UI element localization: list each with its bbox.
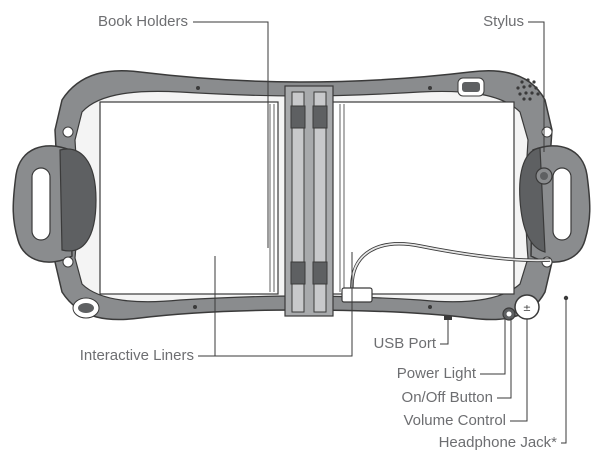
stylus-cord-highlight [351, 242, 551, 291]
book-holder-clip [312, 105, 328, 129]
leader-book-holders [193, 21, 269, 248]
leader-interactive-liners-2 [215, 252, 353, 357]
leader-stylus [528, 21, 545, 152]
cord-connector [341, 287, 373, 303]
leader-volume-control [510, 319, 528, 422]
spine-track-right [313, 91, 327, 313]
left-handle-hole [31, 167, 51, 241]
bezel-dot [428, 86, 432, 90]
bezel-dot [196, 86, 200, 90]
bezel-dot [428, 305, 432, 309]
leapfrog-logo [72, 297, 100, 319]
leader-usb-port [440, 320, 449, 345]
label-on-off-button: On/Off Button [401, 389, 493, 406]
label-usb-port: USB Port [373, 335, 436, 352]
right-handle-hole [552, 167, 572, 241]
book-holder-clip [290, 105, 306, 129]
label-headphone-jack: Headphone Jack* [438, 434, 557, 451]
speaker-grille-icon [516, 78, 540, 101]
leader-headphone-jack [561, 300, 567, 444]
left-grip [59, 148, 97, 252]
leader-lines [193, 21, 567, 444]
label-volume-control: Volume Control [403, 412, 506, 429]
leapfrog-logo [457, 77, 485, 97]
left-page [99, 101, 279, 295]
label-power-light: Power Light [396, 365, 476, 382]
book-holder-clip [290, 261, 306, 285]
bezel-dot [193, 305, 197, 309]
screw-bottom-left [62, 256, 74, 268]
leader-power-light [480, 318, 506, 375]
power-light [506, 311, 512, 317]
label-interactive-liners: Interactive Liners [79, 347, 194, 364]
leader-on-off-button [497, 318, 512, 399]
volume-symbol: ± [523, 303, 531, 314]
stylus-tip-center [540, 172, 548, 180]
label-book-holders: Book Holders [97, 13, 188, 30]
usb-port [444, 316, 452, 320]
headphone-jack [563, 295, 569, 301]
right-page [331, 101, 515, 295]
spine-track-left [291, 91, 305, 313]
label-stylus: Stylus [483, 13, 524, 30]
screw-top-left [62, 126, 74, 138]
book-holder-clip [312, 261, 328, 285]
